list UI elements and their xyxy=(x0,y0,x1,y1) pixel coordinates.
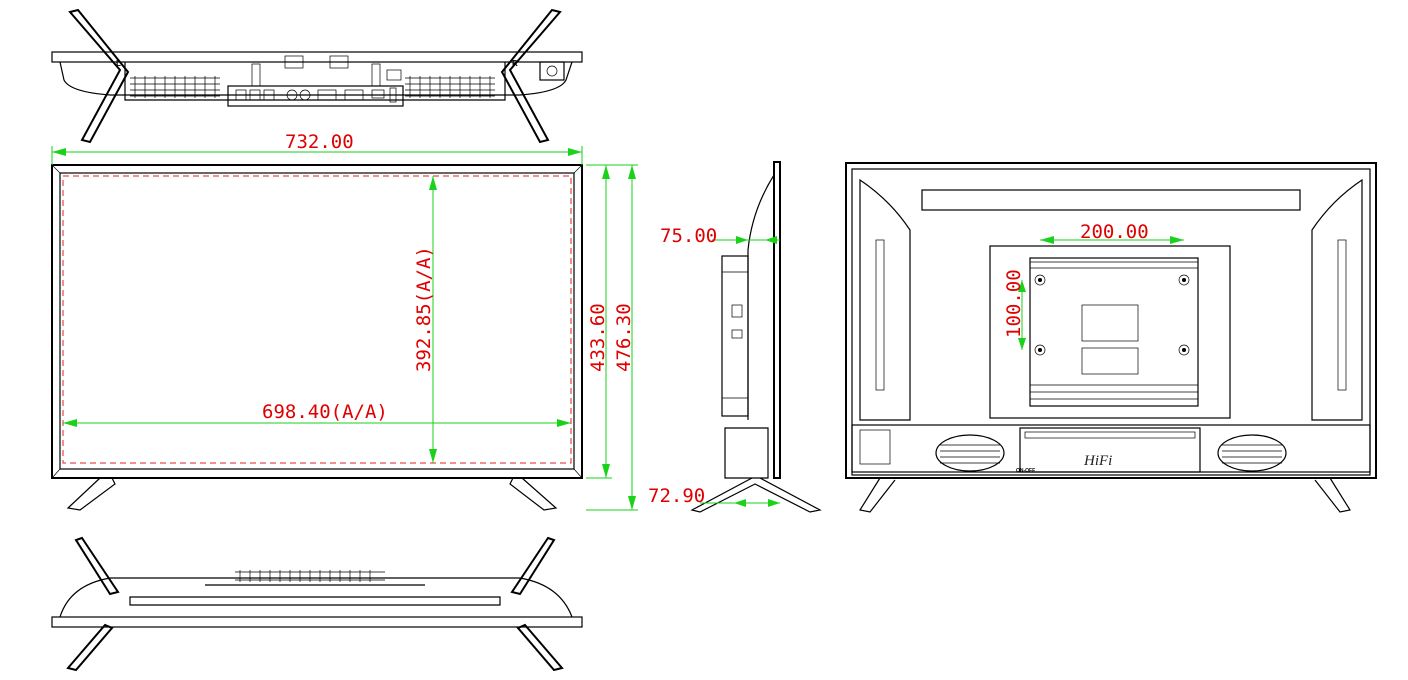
right-side-label: R xyxy=(512,59,518,68)
front-left-foot xyxy=(66,477,116,511)
bottom-vents xyxy=(235,570,385,582)
left-side-label: L xyxy=(116,59,121,68)
front-view xyxy=(51,164,583,511)
vesa-vertical-label: 100.00 xyxy=(1003,269,1025,338)
back-dimensions: 200.00 100.00 xyxy=(1003,221,1184,350)
back-vents xyxy=(1030,261,1198,400)
side-dimensions: 75.00 72.90 xyxy=(648,225,780,507)
vesa-mount-holes xyxy=(1034,274,1190,356)
power-switch-label: ON-OFF xyxy=(1016,468,1035,474)
panel-height-label: 433.60 xyxy=(587,303,609,372)
bottom-view xyxy=(51,536,583,672)
connector-panel xyxy=(227,55,404,107)
active-width-label: 698.40(A/A) xyxy=(262,401,388,423)
front-right-foot xyxy=(509,477,558,511)
brand-logo: HiFi xyxy=(1083,453,1112,469)
active-area-outline xyxy=(62,175,572,464)
overall-width-label: 732.00 xyxy=(285,131,354,153)
top-right-leg xyxy=(500,8,562,144)
active-height-label: 392.85(A/A) xyxy=(413,246,435,372)
vesa-horizontal-label: 200.00 xyxy=(1080,221,1149,243)
front-dimensions: 732.00 698.40(A/A) 392.85(A/A) 433.60 47… xyxy=(51,131,638,511)
top-view: L R xyxy=(51,8,583,144)
stand-depth-label: 72.90 xyxy=(648,485,705,507)
side-view xyxy=(690,161,822,513)
top-vents xyxy=(130,76,495,98)
top-left-leg xyxy=(68,8,130,144)
depth-label: 75.00 xyxy=(660,225,717,247)
back-view: HiFi ON-OFF xyxy=(845,162,1377,513)
speaker-grilles xyxy=(935,434,1287,472)
overall-height-label: 476.30 xyxy=(613,303,635,372)
